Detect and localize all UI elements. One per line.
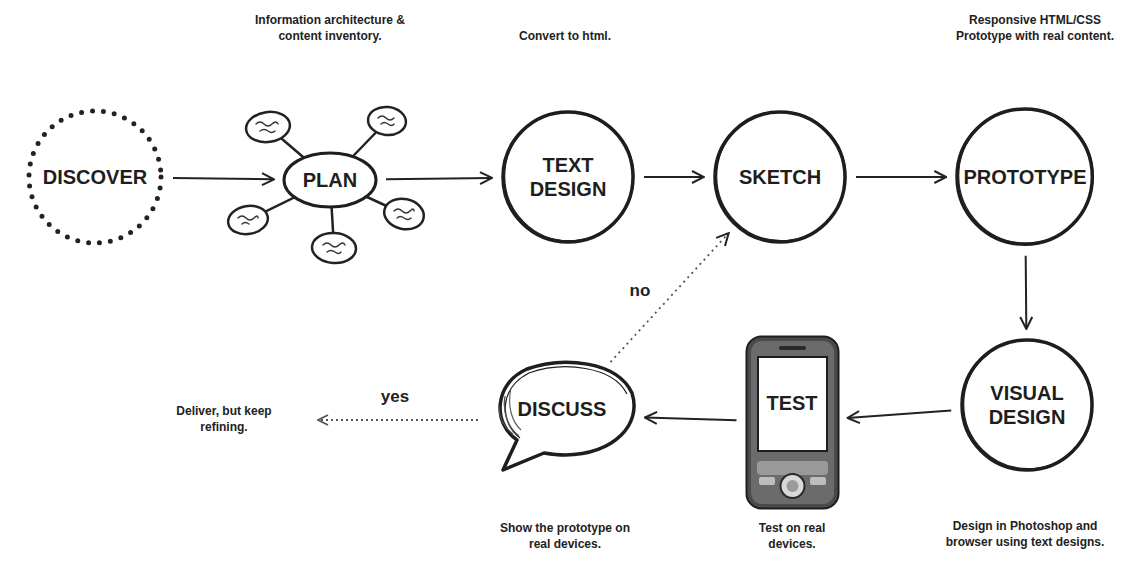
phone-node: TEST	[745, 335, 840, 510]
node-label: TEST	[766, 391, 817, 415]
flow-arrow	[611, 233, 729, 362]
node-label: TEXT DESIGN	[518, 153, 618, 201]
node-label: PLAN	[303, 168, 357, 192]
step-note: Test on real devices.	[737, 520, 847, 552]
flow-arrow	[1025, 256, 1028, 329]
flow-arrow	[847, 410, 951, 418]
plan-ellipse: PLAN	[282, 151, 378, 209]
node-outline	[500, 109, 636, 245]
flow-arrow	[856, 176, 946, 178]
step-note: Information architecture & content inven…	[240, 12, 420, 44]
node-outline	[745, 335, 840, 510]
node-label: DISCUSS	[518, 397, 607, 421]
deliver-note: Deliver, but keep refining.	[170, 403, 278, 435]
node-label: DISCOVER	[43, 165, 147, 189]
flow-arrow	[173, 178, 274, 179]
start-circle: DISCOVER	[25, 107, 165, 247]
branch-label: no	[625, 280, 655, 302]
process-circle: PROTOTYPE	[954, 106, 1095, 247]
plan-bubbles	[226, 105, 427, 264]
step-note: Show the prototype on real devices.	[495, 520, 635, 552]
process-circle: SKETCH	[712, 109, 848, 245]
process-circle: VISUAL DESIGN	[959, 337, 1095, 473]
branch-label: yes	[375, 386, 415, 408]
node-label: VISUAL DESIGN	[977, 381, 1077, 429]
step-note: Responsive HTML/CSS Prototype with real …	[940, 12, 1130, 44]
node-label: SKETCH	[739, 165, 821, 189]
plan-scribbles	[238, 116, 414, 254]
process-circle: TEXT DESIGN	[500, 109, 636, 245]
speech-bubble: DISCUSS	[487, 358, 637, 473]
node-label: PROTOTYPE	[963, 165, 1086, 189]
step-note: Design in Photoshop and browser using te…	[930, 518, 1120, 550]
flow-arrow	[644, 176, 704, 178]
node-outline	[959, 337, 1095, 473]
flow-arrow	[386, 178, 492, 179]
deliver-arrow	[318, 420, 478, 421]
flow-arrow	[645, 418, 737, 421]
step-note: Convert to html.	[485, 28, 645, 44]
